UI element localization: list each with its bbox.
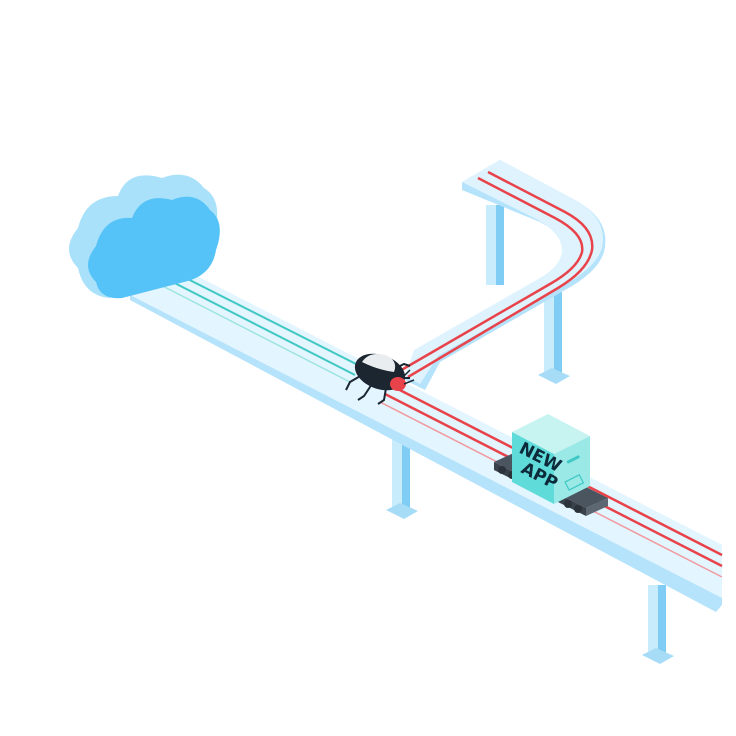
bug-icon [345,353,415,405]
curved-overpass-track [397,160,606,390]
cloud-icon [69,174,220,299]
package-box-icon: NEW APP [494,414,608,516]
pillar-right [642,585,674,664]
pillar-top [486,205,504,285]
pillar-junction [386,420,418,519]
pillar-curve [538,290,570,384]
support-pillars [386,205,674,664]
main-track [130,258,723,612]
